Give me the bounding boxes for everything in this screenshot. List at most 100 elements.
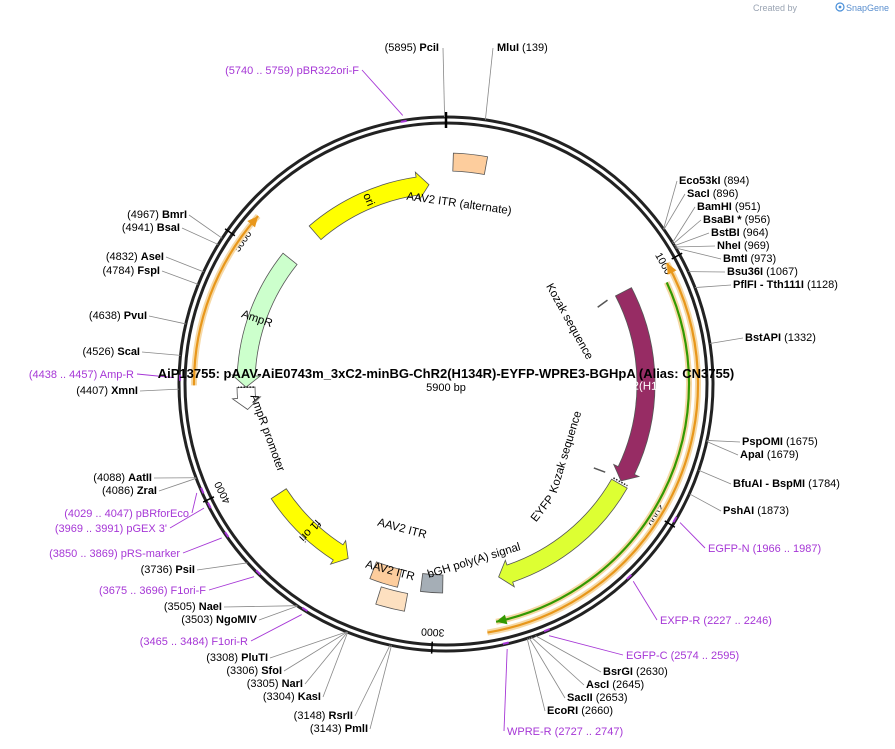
- enzyme-label[interactable]: (3148) RsrII: [294, 710, 353, 722]
- primer-leader: [136, 373, 175, 379]
- primer-leader: [208, 576, 255, 591]
- enzyme-name: BmtI: [723, 253, 747, 265]
- enzyme-position: (4086): [102, 485, 137, 497]
- tick-mark: [224, 228, 236, 237]
- primer-mark: [200, 487, 205, 494]
- feature-f1-ori[interactable]: [270, 488, 349, 565]
- enzyme-name: BfuAI - BspMI: [733, 478, 805, 490]
- enzyme-label[interactable]: PshAI (1873): [723, 505, 789, 517]
- enzyme-label[interactable]: BamHI (951): [697, 201, 761, 213]
- outer-arc-arrowhead: [667, 263, 677, 275]
- site-labels: Eco53kI (894)SacI (896)BamHI (951)BsaBI …: [29, 42, 840, 738]
- enzyme-position: (1128): [804, 279, 838, 291]
- enzyme-label[interactable]: BsaBI * (956): [703, 214, 770, 226]
- enzyme-leader: [322, 632, 349, 698]
- primer-label[interactable]: (3850 .. 3869) pRS-marker: [49, 548, 180, 560]
- feature-eyfp[interactable]: [498, 478, 628, 588]
- primer-label[interactable]: EXFP-R (2227 .. 2246): [660, 615, 772, 627]
- primer-label[interactable]: EGFP-C (2574 .. 2595): [626, 650, 739, 662]
- enzyme-label[interactable]: (4784) FspI: [103, 265, 160, 277]
- enzyme-label[interactable]: (3308) PluTI: [206, 652, 268, 664]
- enzyme-position: (964): [740, 227, 769, 239]
- enzyme-label[interactable]: MluI (139): [497, 42, 548, 54]
- feature-aav2-itr-alternate[interactable]: [452, 152, 489, 175]
- enzyme-name: SacII: [567, 692, 593, 704]
- outer-arcs: [191, 214, 701, 636]
- enzyme-label[interactable]: (3503) NgoMIV: [181, 614, 257, 626]
- enzyme-label[interactable]: (4526) ScaI: [83, 346, 141, 358]
- enzyme-position: (4088): [93, 472, 128, 484]
- feature-bgh-poly-a-signal[interactable]: [420, 573, 444, 594]
- primer-label[interactable]: (5740 .. 5759) pBR322ori-F: [225, 65, 359, 77]
- primer-name: EXFP-R: [660, 615, 703, 627]
- primer-name: pBRforEco: [136, 508, 189, 520]
- enzyme-leader: [196, 562, 248, 571]
- feature-aav2-itr[interactable]: [369, 561, 403, 588]
- tick-mark: [664, 520, 676, 528]
- enzyme-label[interactable]: SacII (2653): [567, 692, 628, 704]
- primer-label[interactable]: (3675 .. 3696) F1ori-F: [99, 585, 206, 597]
- primer-label[interactable]: WPRE-R (2727 .. 2747): [507, 726, 623, 738]
- enzyme-label[interactable]: BmtI (973): [723, 253, 776, 265]
- enzyme-label[interactable]: NheI (969): [717, 240, 770, 252]
- enzyme-name: NaeI: [199, 601, 222, 613]
- primer-label[interactable]: (3465 .. 3484) F1ori-R: [140, 636, 248, 648]
- outer-arc-arrowhead: [496, 614, 508, 625]
- enzyme-label[interactable]: (3736) PsiI: [141, 564, 195, 576]
- primer-label[interactable]: (3969 .. 3991) pGEX 3': [55, 523, 167, 535]
- enzyme-label[interactable]: (4407) XmnI: [76, 385, 138, 397]
- primer-label[interactable]: (4438 .. 4457) Amp-R: [29, 369, 134, 381]
- outer-arc: [487, 262, 700, 634]
- enzyme-name: SfoI: [261, 665, 282, 677]
- enzyme-label[interactable]: BfuAI - BspMI (1784): [733, 478, 840, 490]
- enzyme-label[interactable]: BstBI (964): [711, 227, 768, 239]
- enzyme-label[interactable]: (4941) BsaI: [122, 222, 180, 234]
- enzyme-label[interactable]: (3505) NaeI: [164, 601, 222, 613]
- enzyme-name: BsrGI: [603, 666, 633, 678]
- primer-label[interactable]: (4029 .. 4047) pBRforEco: [64, 508, 189, 520]
- enzyme-position: (5895): [385, 42, 420, 54]
- enzyme-label[interactable]: BstAPI (1332): [745, 332, 816, 344]
- feature-ori[interactable]: [308, 171, 430, 241]
- feature-aav2-itr[interactable]: [375, 586, 409, 612]
- enzyme-leader: [675, 247, 722, 260]
- enzyme-label[interactable]: Bsu36I (1067): [727, 266, 798, 278]
- primer-range: (2727 .. 2747): [555, 726, 624, 738]
- enzyme-label[interactable]: (4967) BmrI: [127, 209, 187, 221]
- enzyme-label[interactable]: ApaI (1679): [740, 449, 799, 461]
- enzyme-label[interactable]: SacI (896): [687, 188, 738, 200]
- enzyme-label[interactable]: PspOMI (1675): [742, 436, 818, 448]
- primer-mark: [626, 574, 632, 580]
- feature-ampr[interactable]: [231, 252, 298, 388]
- enzyme-label[interactable]: (4086) ZraI: [102, 485, 157, 497]
- primer-leader: [503, 649, 508, 732]
- enzyme-label[interactable]: (3143) PmlI: [310, 723, 368, 735]
- enzyme-label[interactable]: (4088) AatII: [93, 472, 152, 484]
- enzyme-label[interactable]: (4832) AseI: [106, 251, 164, 263]
- enzyme-label[interactable]: EcoRI (2660): [547, 705, 613, 717]
- enzyme-position: (894): [721, 175, 750, 187]
- snapgene-brand[interactable]: Created by SnapGene: [753, 2, 889, 13]
- enzyme-label[interactable]: (3304) KasI: [263, 691, 321, 703]
- tick-label: 3000: [421, 625, 445, 638]
- primer-label[interactable]: EGFP-N (1966 .. 1987): [708, 543, 821, 555]
- enzyme-position: (973): [747, 253, 776, 265]
- enzyme-name: ApaI: [740, 449, 764, 461]
- enzyme-label[interactable]: PflFI - Tth111I (1128): [733, 279, 838, 291]
- primer-mark: [224, 531, 230, 538]
- enzyme-label[interactable]: (3306) SfoI: [226, 665, 282, 677]
- enzyme-name: BstAPI: [745, 332, 781, 344]
- enzyme-label[interactable]: BsrGI (2630): [603, 666, 668, 678]
- enzyme-label[interactable]: (3305) NarI: [247, 678, 303, 690]
- enzyme-leader: [258, 605, 298, 621]
- enzyme-leader: [223, 605, 298, 608]
- feature-ampr-promoter[interactable]: [231, 386, 262, 411]
- enzyme-label[interactable]: (5895) PciI: [385, 42, 439, 54]
- feature-chr2-h134r[interactable]: [612, 287, 656, 482]
- enzyme-name: PspOMI: [742, 436, 783, 448]
- enzyme-label[interactable]: AscI (2645): [586, 679, 644, 691]
- outer-arc: [192, 215, 259, 386]
- enzyme-label[interactable]: (4638) PvuI: [89, 310, 147, 322]
- enzyme-label[interactable]: Eco53kI (894): [679, 175, 749, 187]
- enzyme-position: (3505): [164, 601, 199, 613]
